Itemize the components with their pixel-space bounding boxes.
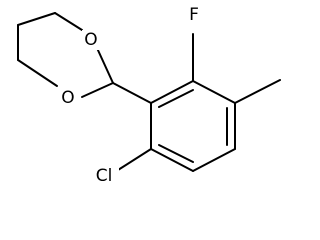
chemical-structure-diagram: O O F Cl: [17, 4, 281, 187]
bond-o1-c2: [96, 47, 114, 84]
bond-ar1-ar2: [150, 80, 194, 104]
bond-c5-c4: [17, 12, 56, 26]
bond-ar4-ar5: [192, 148, 236, 172]
bond-ar3-methyl: [234, 79, 281, 104]
bond-ar5-ar6-inner: [158, 144, 194, 163]
bond-o2-c5: [17, 59, 58, 87]
bond-c2-ring: [112, 82, 152, 104]
chlorine-background: [91, 165, 119, 187]
bond-ar1-ar2-inner: [158, 89, 194, 108]
oxygen-top-label: O: [84, 30, 97, 50]
fluorine-background: [185, 4, 203, 26]
bond-ar6-cl: [117, 148, 152, 171]
oxygen-bottom-background: [59, 88, 77, 108]
oxygen-bottom-label: O: [61, 88, 74, 108]
bond-ar2-ar3: [192, 80, 236, 104]
bond-group: [17, 12, 281, 172]
chlorine-label: Cl: [96, 166, 113, 186]
bond-c2-o2: [81, 82, 114, 98]
fluorine-label: F: [189, 5, 199, 25]
atom-labels: O O F Cl: [59, 4, 203, 187]
oxygen-top-background: [82, 30, 100, 50]
bond-c4-o1: [54, 12, 83, 31]
bond-ar5-ar6: [150, 148, 194, 172]
